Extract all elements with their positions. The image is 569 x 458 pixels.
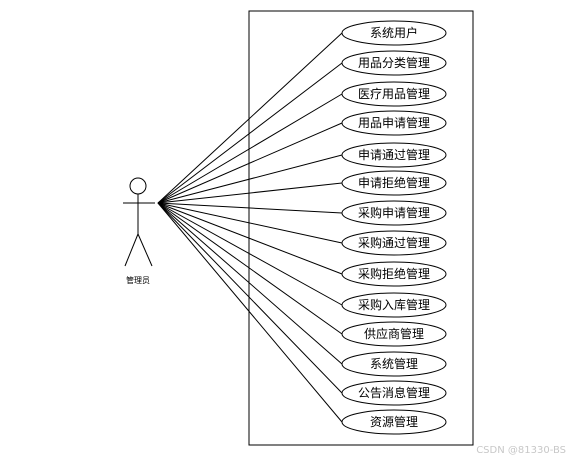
- use-cases: 系统用户用品分类管理医疗用品管理用品申请管理申请通过管理申请拒绝管理采购申请管理…: [341, 20, 447, 435]
- use-case-label: 采购拒绝管理: [358, 266, 430, 281]
- association-line: [157, 62, 343, 204]
- use-case: 医疗用品管理: [341, 81, 447, 107]
- use-case-oval: [341, 81, 447, 107]
- use-case-label: 用品申请管理: [358, 115, 430, 130]
- use-case-oval: [341, 292, 447, 318]
- use-case: 用品申请管理: [341, 110, 447, 136]
- actor-left-leg: [124, 233, 139, 267]
- use-case: 系统用户: [341, 20, 447, 46]
- use-case-label: 用品分类管理: [358, 55, 430, 70]
- association-line: [157, 202, 343, 423]
- use-case-label: 资源管理: [370, 414, 418, 429]
- use-case-label: 公告消息管理: [358, 385, 430, 400]
- association-line: [157, 202, 343, 214]
- use-case-oval: [341, 380, 447, 406]
- use-case: 用品分类管理: [341, 50, 447, 76]
- association-line: [157, 32, 343, 204]
- association-line: [157, 202, 343, 365]
- use-case: 供应商管理: [341, 321, 447, 347]
- association-lines: [157, 32, 343, 423]
- use-case-oval: [341, 200, 447, 226]
- use-case-oval: [341, 321, 447, 347]
- use-case-label: 采购入库管理: [358, 297, 430, 312]
- association-line: [157, 182, 343, 204]
- use-case-oval: [341, 142, 447, 168]
- use-case: 系统管理: [341, 351, 447, 377]
- use-case-oval: [341, 351, 447, 377]
- use-case: 采购通过管理: [341, 230, 447, 256]
- actor: 管理员: [123, 177, 155, 285]
- association-line: [157, 202, 343, 244]
- association-line: [157, 202, 343, 275]
- use-case: 采购拒绝管理: [341, 261, 447, 287]
- use-case: 采购申请管理: [341, 200, 447, 226]
- use-case-oval: [341, 230, 447, 256]
- actor-head: [129, 177, 147, 195]
- association-line: [157, 154, 343, 204]
- association-line: [157, 122, 343, 204]
- use-case-oval: [341, 261, 447, 287]
- use-case: 申请拒绝管理: [341, 170, 447, 196]
- use-case-label: 系统用户: [370, 25, 418, 40]
- use-case-oval: [341, 170, 447, 196]
- use-case-label: 系统管理: [370, 356, 418, 371]
- use-case-label: 医疗用品管理: [358, 86, 430, 101]
- use-case-oval: [341, 110, 447, 136]
- system-boundary: [248, 10, 474, 446]
- use-case-label: 申请通过管理: [358, 147, 430, 162]
- use-case-oval: [341, 20, 447, 46]
- use-case-label: 供应商管理: [364, 326, 424, 341]
- use-case: 资源管理: [341, 409, 447, 435]
- actor-right-leg: [137, 233, 153, 267]
- association-line: [157, 202, 343, 335]
- association-line: [157, 202, 343, 394]
- use-case: 公告消息管理: [341, 380, 447, 406]
- association-line: [157, 93, 343, 204]
- use-case: 采购入库管理: [341, 292, 447, 318]
- use-case-label: 申请拒绝管理: [358, 175, 430, 190]
- actor-label: 管理员: [126, 275, 150, 285]
- watermark: CSDN @81330-BS: [476, 445, 566, 456]
- use-case-oval: [341, 409, 447, 435]
- use-case: 申请通过管理: [341, 142, 447, 168]
- use-case-oval: [341, 50, 447, 76]
- use-case-label: 采购申请管理: [358, 205, 430, 220]
- use-case-label: 采购通过管理: [358, 235, 430, 250]
- association-line: [157, 202, 343, 306]
